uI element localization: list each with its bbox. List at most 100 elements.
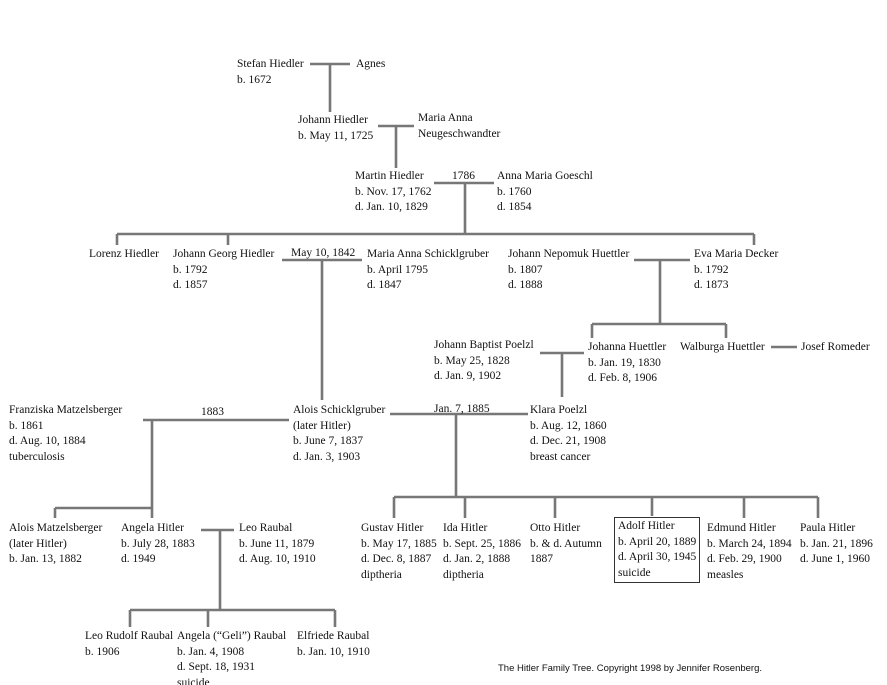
person-death: d. June 1, 1960 <box>800 553 870 565</box>
person-name: Adolf Hitler <box>618 520 675 532</box>
person-birth: b. 1672 <box>237 73 272 86</box>
person-paula-hitler: Paula Hitler b. Jan. 21, 1896 d. June 1,… <box>800 521 873 568</box>
person-name: Lorenz Hiedler <box>89 248 159 260</box>
person-death: d. Dec. 8, 1887 <box>361 553 432 565</box>
person-anna-maria-goeschl: Anna Maria Goeschl b. 1760 d. 1854 <box>497 169 593 216</box>
person-birth: b. 1792 <box>694 263 729 276</box>
copyright-caption: The Hitler Family Tree. Copyright 1998 b… <box>498 663 763 674</box>
person-birth: b. June 7, 1837 <box>293 435 363 447</box>
person-name-note: (later Hitler) <box>9 537 67 550</box>
person-name: Otto Hitler <box>530 522 581 534</box>
person-name: Eva Maria Decker <box>694 248 779 260</box>
person-name: Maria Anna <box>418 112 473 124</box>
person-name: Leo Rudolf Raubal <box>85 630 174 642</box>
person-death: d. Jan. 2, 1888 <box>443 553 511 565</box>
person-name: Alois Matzelsberger <box>9 522 103 534</box>
person-name: Elfriede Raubal <box>297 630 370 642</box>
person-martin-hiedler: Martin Hiedler b. Nov. 17, 1762 d. Jan. … <box>355 169 432 216</box>
person-birth: b. 1807 <box>508 263 543 276</box>
person-elfriede-raubal: Elfriede Raubal b. Jan. 10, 1910 <box>297 629 370 660</box>
person-death: d. Aug. 10, 1910 <box>239 553 316 565</box>
person-cause: diptheria <box>361 568 402 581</box>
person-death: d. 1857 <box>173 279 208 291</box>
person-birth: b. June 11, 1879 <box>239 537 315 550</box>
person-josef-romeder: Josef Romeder <box>801 340 870 356</box>
person-alois-schicklgruber: Alois Schicklgruber (later Hitler) b. Ju… <box>293 403 385 465</box>
person-name: Josef Romeder <box>801 341 870 353</box>
person-angela-geli-raubal: Angela (“Geli”) Raubal b. Jan. 4, 1908 d… <box>177 629 286 685</box>
person-birth: b. Aug. 12, 1860 <box>530 419 607 432</box>
person-birth: b. July 28, 1883 <box>121 537 195 550</box>
person-death: d. Jan. 9, 1902 <box>434 370 502 382</box>
person-name: Leo Raubal <box>239 522 293 534</box>
person-name: Angela (“Geli”) Raubal <box>177 630 287 642</box>
person-birth: b. Nov. 17, 1762 <box>355 185 432 198</box>
person-birth: b. March 24, 1894 <box>707 537 792 550</box>
person-birth: b. Jan. 13, 1882 <box>9 553 82 565</box>
marriage-date-1842: May 10, 1842 <box>291 247 356 259</box>
person-cause: breast cancer <box>530 450 591 463</box>
person-johann-baptist-poelzl: Johann Baptist Poelzl b. May 25, 1828 d.… <box>434 338 534 385</box>
person-name: Johanna Huettler <box>588 341 667 353</box>
person-franziska-matzelsberger: Franziska Matzelsberger b. 1861 d. Aug. … <box>9 403 122 465</box>
person-cause: tuberculosis <box>9 450 65 463</box>
person-name: Stefan Hiedler <box>237 58 304 70</box>
person-death: d. 1949 <box>121 553 156 565</box>
person-name: Johann Nepomuk Huettler <box>508 248 630 260</box>
person-adolf-hitler: Adolf Hitler b. April 20, 1889 d. April … <box>614 517 701 583</box>
person-name: Agnes <box>356 58 386 70</box>
person-lorenz-hiedler: Lorenz Hiedler <box>89 247 159 263</box>
person-name: Anna Maria Goeschl <box>497 170 593 182</box>
person-otto-hitler: Otto Hitler b. & d. Autumn 1887 <box>530 521 602 568</box>
person-name: Johann Baptist Poelzl <box>434 339 534 351</box>
person-death: d. Dec. 21, 1908 <box>530 435 607 447</box>
person-leo-raubal: Leo Raubal b. June 11, 1879 d. Aug. 10, … <box>239 521 316 568</box>
person-year: 1887 <box>530 553 553 565</box>
person-death: d. Sept. 18, 1931 <box>177 661 255 673</box>
person-birth: b. 1760 <box>497 185 532 198</box>
person-edmund-hitler: Edmund Hitler b. March 24, 1894 d. Feb. … <box>707 521 792 583</box>
person-angela-hitler: Angela Hitler b. July 28, 1883 d. 1949 <box>121 521 195 568</box>
person-name: Gustav Hitler <box>361 522 424 534</box>
person-birth: b. 1792 <box>173 263 208 276</box>
person-name: Klara Poelzl <box>530 404 588 416</box>
person-name: Martin Hiedler <box>355 170 424 182</box>
person-cause: suicide <box>177 676 210 685</box>
person-alois-matzelsberger: Alois Matzelsberger (later Hitler) b. Ja… <box>9 521 102 568</box>
person-death: d. 1873 <box>694 279 729 291</box>
person-johanna-huettler: Johanna Huettler b. Jan. 19, 1830 d. Feb… <box>588 340 666 387</box>
person-name: Angela Hitler <box>121 522 184 534</box>
person-agnes: Agnes <box>356 57 385 73</box>
person-name: Paula Hitler <box>800 522 856 534</box>
person-death: d. Aug. 10, 1884 <box>9 435 86 447</box>
person-death: d. Feb. 29, 1900 <box>707 553 782 565</box>
person-birth: b. May 11, 1725 <box>298 129 374 142</box>
person-death: d. 1888 <box>508 279 543 291</box>
person-eva-maria-decker: Eva Maria Decker b. 1792 d. 1873 <box>694 247 778 294</box>
person-cause: measles <box>707 568 744 581</box>
person-birth: b. Sept. 25, 1886 <box>443 537 521 550</box>
person-maria-anna-neugeschwandter: Maria Anna Neugeschwandter <box>418 111 500 142</box>
person-name-cont: Neugeschwandter <box>418 127 501 140</box>
person-death: d. Jan. 10, 1829 <box>355 201 428 213</box>
person-name: Johann Hiedler <box>298 114 368 126</box>
person-birth: b. April 1795 <box>367 263 429 276</box>
person-birth: b. April 20, 1889 <box>618 535 697 548</box>
marriage-date-1883: 1883 <box>201 406 224 418</box>
person-death: d. April 30, 1945 <box>618 551 697 563</box>
person-birth: b. May 25, 1828 <box>434 354 510 367</box>
person-name-note: (later Hitler) <box>293 419 351 432</box>
person-cause: diptheria <box>443 568 484 581</box>
person-name: Johann Georg Hiedler <box>173 248 275 260</box>
person-johann-hiedler: Johann Hiedler b. May 11, 1725 <box>298 113 373 144</box>
person-birth: b. May 17, 1885 <box>361 537 437 550</box>
person-gustav-hitler: Gustav Hitler b. May 17, 1885 d. Dec. 8,… <box>361 521 437 583</box>
person-cause: suicide <box>618 566 651 579</box>
person-leo-rudolf-raubal: Leo Rudolf Raubal b. 1906 <box>85 629 173 660</box>
person-walburga-huettler: Walburga Huettler <box>680 340 765 356</box>
person-birth: b. Jan. 21, 1896 <box>800 537 873 550</box>
person-birth: b. Jan. 10, 1910 <box>297 645 370 658</box>
person-death: d. Jan. 3, 1903 <box>293 450 361 463</box>
person-birth: b. 1906 <box>85 645 120 658</box>
